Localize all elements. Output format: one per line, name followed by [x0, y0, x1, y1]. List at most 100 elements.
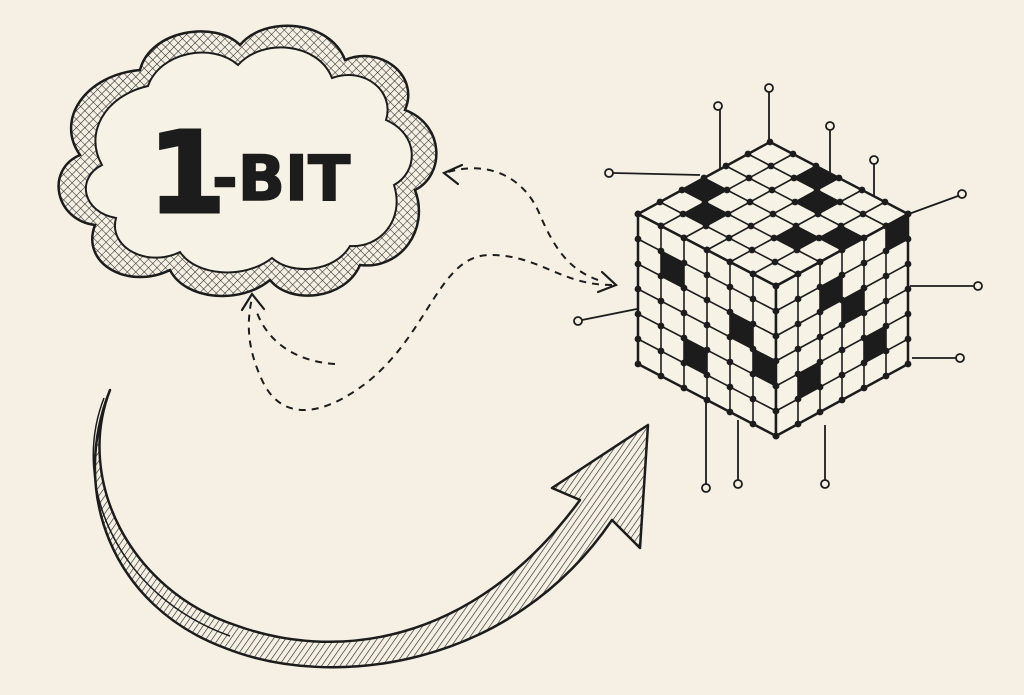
dashed-connector-arrows: [247, 167, 613, 411]
cube-node: [767, 162, 775, 170]
pin-lines-with-circle-ends: [573, 83, 983, 493]
cube-node: [703, 246, 711, 254]
cube-node: [657, 322, 665, 330]
cube-node: [746, 198, 754, 206]
cube-node: [882, 247, 890, 255]
cube-node: [657, 272, 665, 280]
cube-node: [790, 174, 798, 182]
cube-node: [634, 260, 642, 268]
cube-face-right: [772, 210, 912, 440]
curved-hatched-arrow: [92, 388, 650, 669]
cube-node: [860, 334, 868, 342]
cube-node: [725, 234, 733, 242]
cube-node: [838, 246, 846, 254]
cube-node: [904, 310, 912, 318]
cube-node: [749, 370, 757, 378]
cube-node: [814, 210, 822, 218]
cube-node: [772, 432, 780, 440]
cube-node: [726, 283, 734, 291]
cube-node: [816, 283, 824, 291]
cube-node: [657, 297, 665, 305]
cube-node: [749, 395, 757, 403]
cube-node: [766, 138, 774, 146]
cube-node: [816, 358, 824, 366]
cube-node: [882, 372, 890, 380]
cube-node: [768, 186, 776, 194]
cube-node: [656, 198, 664, 206]
cube-node: [769, 210, 777, 218]
cube-node: [904, 235, 912, 243]
cube-node: [724, 210, 732, 218]
cube-node: [772, 382, 780, 390]
cube-node: [791, 198, 799, 206]
cube-node: [860, 359, 868, 367]
cube-node: [789, 150, 797, 158]
cube-node: [680, 359, 688, 367]
cube-node: [680, 384, 688, 392]
cube-node: [904, 335, 912, 343]
cube-node: [881, 198, 889, 206]
cube-node: [679, 210, 687, 218]
cube-node: [657, 347, 665, 355]
cube-node: [792, 222, 800, 230]
cube-node: [634, 360, 642, 368]
cloud-label-suffix: -BIT: [212, 142, 350, 215]
arrowhead-to-cloud-right: [441, 163, 464, 186]
cube-node: [771, 258, 779, 266]
dashed-link-upper: [447, 167, 599, 281]
cube-node: [837, 222, 845, 230]
thought-cloud: 1 -BIT: [57, 24, 438, 298]
cube-node: [794, 320, 802, 328]
cube-node: [634, 235, 642, 243]
cube-node: [745, 174, 753, 182]
cube-node: [678, 186, 686, 194]
cube-node: [882, 297, 890, 305]
cube-node: [634, 285, 642, 293]
cube-node: [793, 246, 801, 254]
cube-node: [858, 186, 866, 194]
cube-node: [882, 347, 890, 355]
cube-node: [657, 372, 665, 380]
cube-node: [749, 270, 757, 278]
cube-node: [860, 309, 868, 317]
cube-node: [726, 408, 734, 416]
cube-node: [703, 396, 711, 404]
cloud-label-number: 1: [148, 109, 226, 239]
cube-node: [703, 321, 711, 329]
cube-node: [904, 210, 912, 218]
cloud-outline-inner: [84, 46, 413, 274]
cube-node: [838, 396, 846, 404]
cube-node: [703, 371, 711, 379]
cube-node: [882, 322, 890, 330]
cube-node: [904, 360, 912, 368]
cube-node: [770, 234, 778, 242]
cube-node: [701, 198, 709, 206]
cube-node: [634, 335, 642, 343]
cube-node: [794, 345, 802, 353]
cube-node: [680, 334, 688, 342]
cube-node: [680, 234, 688, 242]
cube-node: [835, 174, 843, 182]
cube-node: [859, 210, 867, 218]
dashed-link-lower: [247, 253, 613, 411]
cube-node: [680, 259, 688, 267]
cube-node: [794, 270, 802, 278]
cube-node: [816, 258, 824, 266]
arrow-body: [93, 388, 650, 669]
cube-node: [726, 333, 734, 341]
cube-node: [703, 346, 711, 354]
cube-node: [816, 308, 824, 316]
cube-node: [794, 295, 802, 303]
cube-node: [657, 247, 665, 255]
cube-node: [703, 271, 711, 279]
cube-node: [744, 150, 752, 158]
cube-node: [860, 234, 868, 242]
cube-node: [812, 162, 820, 170]
cube-node: [748, 246, 756, 254]
cube-node: [815, 234, 823, 242]
cube-node: [838, 321, 846, 329]
dashed-arrowheads: [240, 163, 619, 312]
arrow-edge-sketch: [92, 397, 231, 637]
cube-node: [860, 259, 868, 267]
cube-node: [634, 210, 642, 218]
